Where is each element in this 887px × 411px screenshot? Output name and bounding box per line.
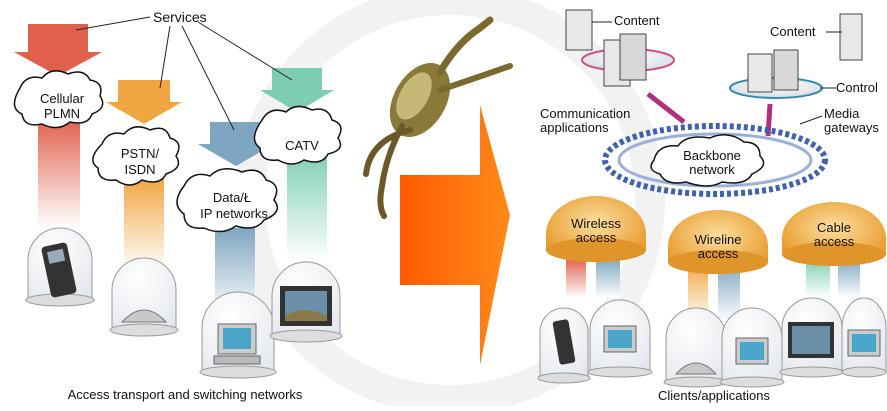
cellular-label-line2: PLMN (44, 106, 80, 121)
communication-label-line2: applications (540, 120, 609, 135)
media-gateways-label-line1: Media (824, 106, 860, 121)
services-label: Services (153, 9, 207, 25)
data-label-line1: Data/Ł (213, 190, 251, 205)
wireline-label-line1: Wireline (695, 232, 742, 247)
content-server-left (565, 9, 675, 87)
wireless-access-disc (546, 196, 646, 262)
cable-access-disc (782, 202, 886, 266)
wireline-column-orange (688, 262, 708, 322)
pstn-cloud (92, 126, 180, 186)
wireline-column-blue (718, 262, 740, 322)
cable-label-line1: Cable (817, 220, 851, 235)
telephone-icon (120, 309, 168, 323)
cellular-label-line1: Cellular (40, 91, 85, 106)
cellular-cloud (13, 70, 104, 129)
control-label: Control (836, 80, 878, 95)
server-icon (747, 53, 773, 93)
media-gateways-label-line2: gateways (824, 120, 879, 135)
backbone-label-line2: network (689, 162, 735, 177)
cellular-service-arrow (14, 24, 102, 76)
server-icon (565, 9, 593, 51)
catv-label: CATV (285, 138, 319, 153)
tv-dome (269, 261, 343, 343)
backbone-cloud (650, 134, 765, 187)
client-computer-dome-2 (719, 307, 785, 388)
cable-column-blue (838, 258, 860, 298)
content-label-right: Content (770, 24, 816, 39)
telephone-icon (674, 362, 718, 375)
data-label-line2: IP networks (200, 206, 268, 221)
backbone-ring (602, 123, 828, 197)
wireless-label-line1: Wireless (571, 216, 621, 231)
content-server-right (729, 13, 863, 99)
right-panel: Content Content Control Communication ap… (537, 9, 887, 403)
wireline-label-line2: access (698, 246, 739, 261)
wireline-access-disc (668, 210, 768, 274)
server-icon (839, 13, 863, 61)
left-panel: Services Cellular PLMN PSTN/ ISDN Data/Ł… (13, 9, 343, 402)
backbone-label-line1: Backbone (683, 148, 741, 163)
cellular-column (38, 118, 80, 228)
server-icon (773, 49, 799, 91)
data-cloud (176, 168, 279, 233)
services-lines (75, 16, 293, 131)
cable-label-line2: access (814, 234, 855, 249)
pstn-label-line2: ISDN (124, 162, 155, 177)
pstn-service-arrow (106, 80, 182, 124)
content-label-left: Content (614, 13, 660, 28)
pstn-column (124, 178, 164, 270)
center-section (363, 16, 513, 365)
pstn-label-line1: PSTN/ (121, 146, 160, 161)
catv-service-arrow (260, 68, 334, 112)
wireless-label-line2: access (576, 230, 617, 245)
client-computer-dome-1 (587, 299, 653, 378)
mobile-phone-dome (25, 227, 95, 307)
client-telephone-dome (663, 307, 729, 388)
wireless-column-red (566, 258, 586, 298)
client-tv-dome (779, 297, 845, 378)
communication-label-line1: Communication (540, 106, 630, 121)
telephone-dome (109, 257, 179, 337)
catv-cloud (253, 105, 342, 165)
client-computer-dome-3 (841, 297, 887, 378)
catv-column (287, 150, 327, 260)
client-mobile-dome (537, 307, 591, 384)
frog-illustration (363, 16, 513, 219)
left-caption: Access transport and switching networks (68, 387, 303, 402)
transition-arrow (400, 105, 510, 365)
right-caption: Clients/applications (658, 388, 771, 403)
mobile-phone-icon (552, 319, 576, 365)
server-icon (619, 33, 647, 81)
computer-dome (199, 291, 277, 379)
wireless-column-blue (596, 258, 620, 298)
